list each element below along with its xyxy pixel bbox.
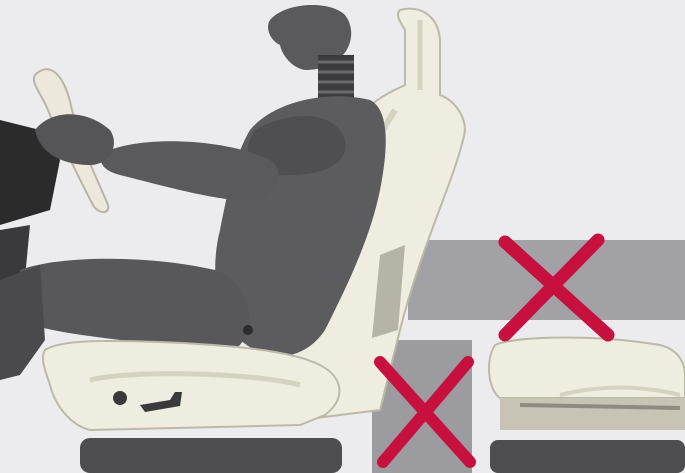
seat-cushion-alternate bbox=[489, 338, 685, 431]
seat-control-knob bbox=[113, 391, 127, 405]
floor-block-right bbox=[490, 440, 685, 473]
floor-block-left bbox=[80, 438, 342, 473]
